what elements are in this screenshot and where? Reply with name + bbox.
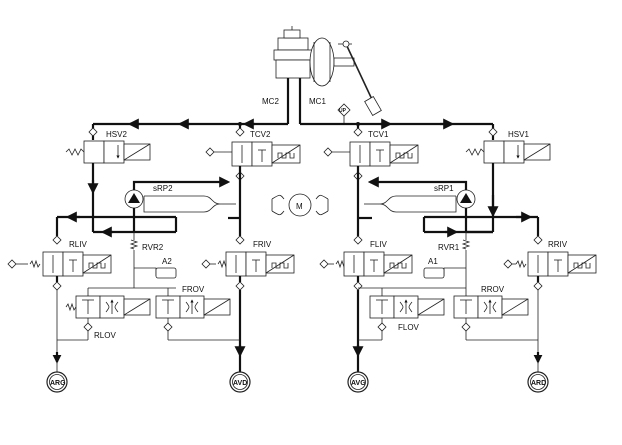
label-wheel-arg: ARG <box>50 380 66 387</box>
valve-hsv1 <box>465 124 551 232</box>
valve-flov <box>358 288 445 341</box>
valve-tcv1 <box>323 124 419 232</box>
valve-rrov <box>453 288 538 341</box>
label-wheel-avd: AVD <box>233 380 247 387</box>
label-tcv2: TCV2 <box>250 130 271 139</box>
label-rlov: RLOV <box>94 331 116 340</box>
label-friv: FRIV <box>253 240 272 249</box>
valve-fliv <box>319 235 413 366</box>
valve-rlov <box>57 288 151 341</box>
label-hsv2: HSV2 <box>106 130 127 139</box>
brake-pedal <box>338 40 382 116</box>
wheel-ard: ARD <box>527 366 549 393</box>
label-srp2: sRP2 <box>153 184 173 193</box>
label-rriv: RRIV <box>548 240 568 249</box>
label-rrov: RROV <box>481 285 505 294</box>
label-a2: A2 <box>162 257 172 266</box>
label-flov: FLOV <box>398 323 420 332</box>
pump-srp2 <box>124 176 236 232</box>
pump-motor: M <box>271 193 329 217</box>
master-cylinder <box>273 26 313 79</box>
wheel-avg: AVG <box>347 366 369 393</box>
valve-rliv <box>7 235 112 366</box>
relief-valve-rvr2 <box>129 232 177 288</box>
label-srp1: sRP1 <box>434 184 454 193</box>
valve-hsv2 <box>65 124 151 232</box>
label-tcv1: TCV1 <box>368 130 389 139</box>
relief-valve-rvr1 <box>423 232 471 288</box>
wheel-avd: AVD <box>229 366 251 393</box>
label-fliv: FLIV <box>370 240 388 249</box>
brake-booster <box>309 37 355 87</box>
pressure-sensor-up: UP <box>337 103 351 124</box>
label-frov: FROV <box>182 285 205 294</box>
label-hsv1: HSV1 <box>508 130 529 139</box>
label-mc2: MC2 <box>262 97 279 106</box>
label-up: UP <box>339 108 347 114</box>
label-rvr2: RVR2 <box>142 243 164 252</box>
valve-tcv2 <box>205 124 301 232</box>
label-rvr1: RVR1 <box>438 243 460 252</box>
wheel-arg: ARG <box>46 366 68 393</box>
label-rliv: RLIV <box>69 240 87 249</box>
valve-friv <box>201 235 295 366</box>
label-mc1: MC1 <box>309 97 326 106</box>
label-wheel-avg: AVG <box>351 380 366 387</box>
label-wheel-ard: ARD <box>531 380 546 387</box>
valve-frov <box>155 288 240 341</box>
label-motor: M <box>296 202 303 211</box>
valve-rriv <box>503 235 597 366</box>
label-a1: A1 <box>428 257 438 266</box>
pump-srp1 <box>364 176 476 232</box>
